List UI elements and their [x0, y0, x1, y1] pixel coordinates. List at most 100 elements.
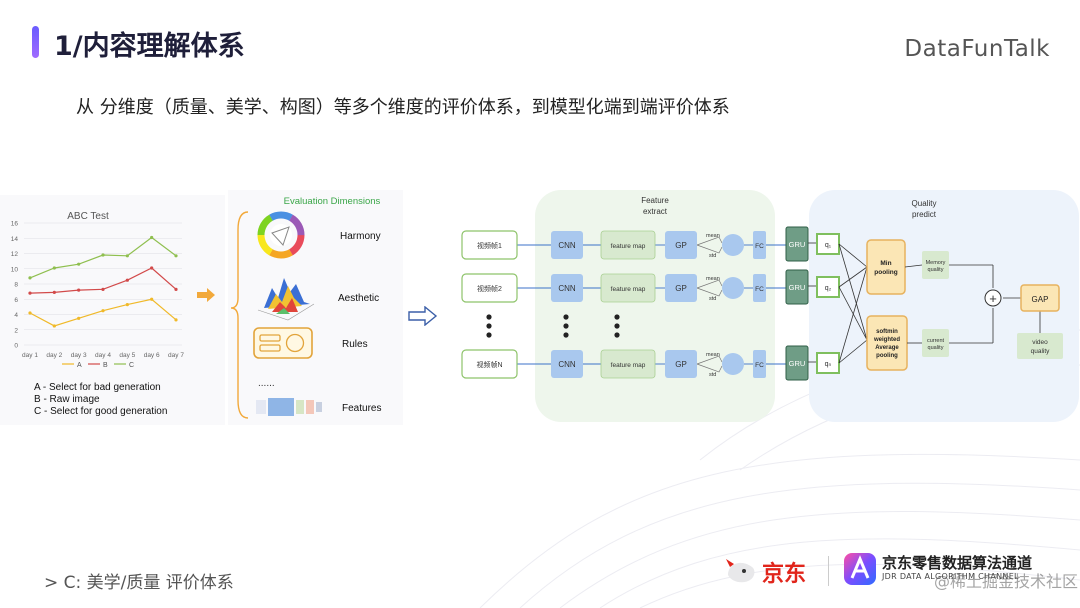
softmin-label-2: weighted [873, 337, 900, 343]
memory-quality-label-1: Memory [926, 260, 946, 266]
features-visualization-icon [256, 398, 322, 416]
dimension-aesthetic: Aesthetic [338, 293, 379, 304]
fc-label-1: FC [755, 243, 764, 250]
gru-label-n: GRU [789, 359, 806, 368]
series-point-c [150, 235, 154, 240]
slide-title: 1/内容理解体系 [54, 31, 245, 62]
dimension-rules: Rules [342, 339, 368, 350]
chart-x-tick-label: day 4 [95, 352, 111, 359]
video-quality-label-1: video [1032, 339, 1048, 346]
q-to-pooling-lines [838, 243, 868, 364]
gap-block [1020, 284, 1060, 312]
add-node [984, 289, 1002, 307]
video-quality-network-diagram: Feature extract Quality predict 视频帧1 视频帧… [461, 190, 1079, 422]
feature-map-label-2: feature map [611, 286, 646, 293]
chart-y-tick-label: 0 [14, 343, 18, 350]
softmin-label-3: Average [875, 345, 899, 351]
concat-nodes [722, 234, 744, 375]
q-blocks [816, 233, 840, 374]
channel-subtitle: JDR DATA ALGORITHM CHANNEL [882, 572, 1019, 581]
legend-c: C [129, 362, 134, 369]
series-point-b [101, 287, 105, 291]
chart-x-tick-label: day 2 [46, 352, 62, 359]
fc-blocks [753, 231, 766, 378]
input-frame-n: 视频帧N [476, 360, 502, 369]
mean-label-2: mean [706, 276, 720, 282]
legend-a: A [77, 362, 82, 369]
feature-region-label-2: extract [643, 207, 668, 216]
chart-y-tick-label: 2 [14, 327, 18, 334]
fc-label-n: FC [755, 362, 764, 369]
gru-label-2: GRU [789, 283, 806, 292]
memory-quality-block [922, 251, 949, 279]
add-node-symbol: + [989, 291, 997, 306]
softmin-pooling-block [866, 315, 908, 371]
vertical-dots [486, 314, 620, 338]
aesthetic-histogram-icon [257, 278, 315, 321]
series-point-a [77, 316, 81, 320]
slide-footnote: > C: 美学/质量 评价体系 [44, 573, 234, 593]
rules-layout-icon [253, 327, 313, 359]
chart-x-tick-label: day 6 [144, 352, 160, 359]
title-accent-bar [32, 26, 39, 58]
channel-title: 京东零售数据算法通道 [882, 554, 1033, 572]
memory-quality-label-2: quality [928, 267, 944, 273]
mean-label-1: mean [706, 233, 720, 239]
chart-x-tick-label: day 3 [71, 352, 87, 359]
series-point-b [125, 278, 129, 282]
series-point-b [174, 287, 178, 291]
feature-map-label-1: feature map [611, 243, 646, 250]
chart-y-tick-label: 14 [11, 236, 19, 243]
cnn-label-1: CNN [558, 241, 576, 250]
video-quality-label-2: quality [1031, 348, 1051, 355]
fc-label-2: FC [755, 286, 764, 293]
gap-label: GAP [1032, 295, 1049, 304]
q-label-n: qₙ [825, 361, 832, 368]
watermark-text: @稀土掘金技术社区 [934, 572, 1079, 591]
series-point-a [101, 309, 105, 313]
current-quality-block [922, 329, 949, 357]
series-point-b [52, 290, 56, 294]
brand-logo-text: DataFunTalk [904, 36, 1050, 62]
feature-map-blocks [600, 230, 656, 379]
series-point-a [52, 324, 56, 328]
gp-label-2: GP [675, 284, 687, 293]
softmin-label-1: softmin [876, 329, 898, 335]
current-quality-label-2: quality [928, 345, 944, 351]
chart-y-tick-label: 16 [11, 221, 19, 228]
cnn-label-n: CNN [558, 360, 576, 369]
quality-region-label-2: predict [912, 210, 937, 219]
jd-dog-logo-icon [726, 559, 755, 583]
q-label-1: q₁ [825, 242, 832, 249]
feature-extract-region [535, 190, 775, 422]
channel-logo-icon [844, 553, 876, 585]
gp-label-n: GP [675, 360, 687, 369]
chart-series [28, 235, 178, 328]
min-pooling-block [866, 239, 906, 295]
std-label-1: std [709, 253, 716, 259]
legend-b: B [103, 362, 108, 369]
std-label-2: std [709, 296, 716, 302]
q-label-2: q₂ [825, 285, 832, 292]
series-point-a [125, 302, 129, 307]
gp-label-1: GP [675, 241, 687, 250]
min-pooling-label-1: Min [880, 260, 891, 267]
pooling-to-quality-lines [904, 264, 1041, 344]
evaluation-dimensions-panel: Evaluation Dimensions Harmony Aesthetic … [228, 190, 403, 425]
chart-legend: A B C [62, 362, 134, 369]
series-point-c [101, 253, 105, 257]
series-point-c [174, 254, 178, 258]
jd-brand-text: 京东 [762, 562, 807, 587]
chart-x-tick-label: day 1 [22, 352, 38, 359]
chart-y-tick-label: 4 [14, 312, 18, 319]
series-point-c [77, 262, 81, 266]
gp-blocks [665, 231, 697, 378]
std-label-n: std [709, 372, 716, 378]
dimensions-brace [230, 211, 249, 419]
gru-blocks [785, 226, 809, 381]
min-pooling-label-2: pooling [874, 269, 897, 276]
feature-region-label-1: Feature [641, 196, 669, 205]
